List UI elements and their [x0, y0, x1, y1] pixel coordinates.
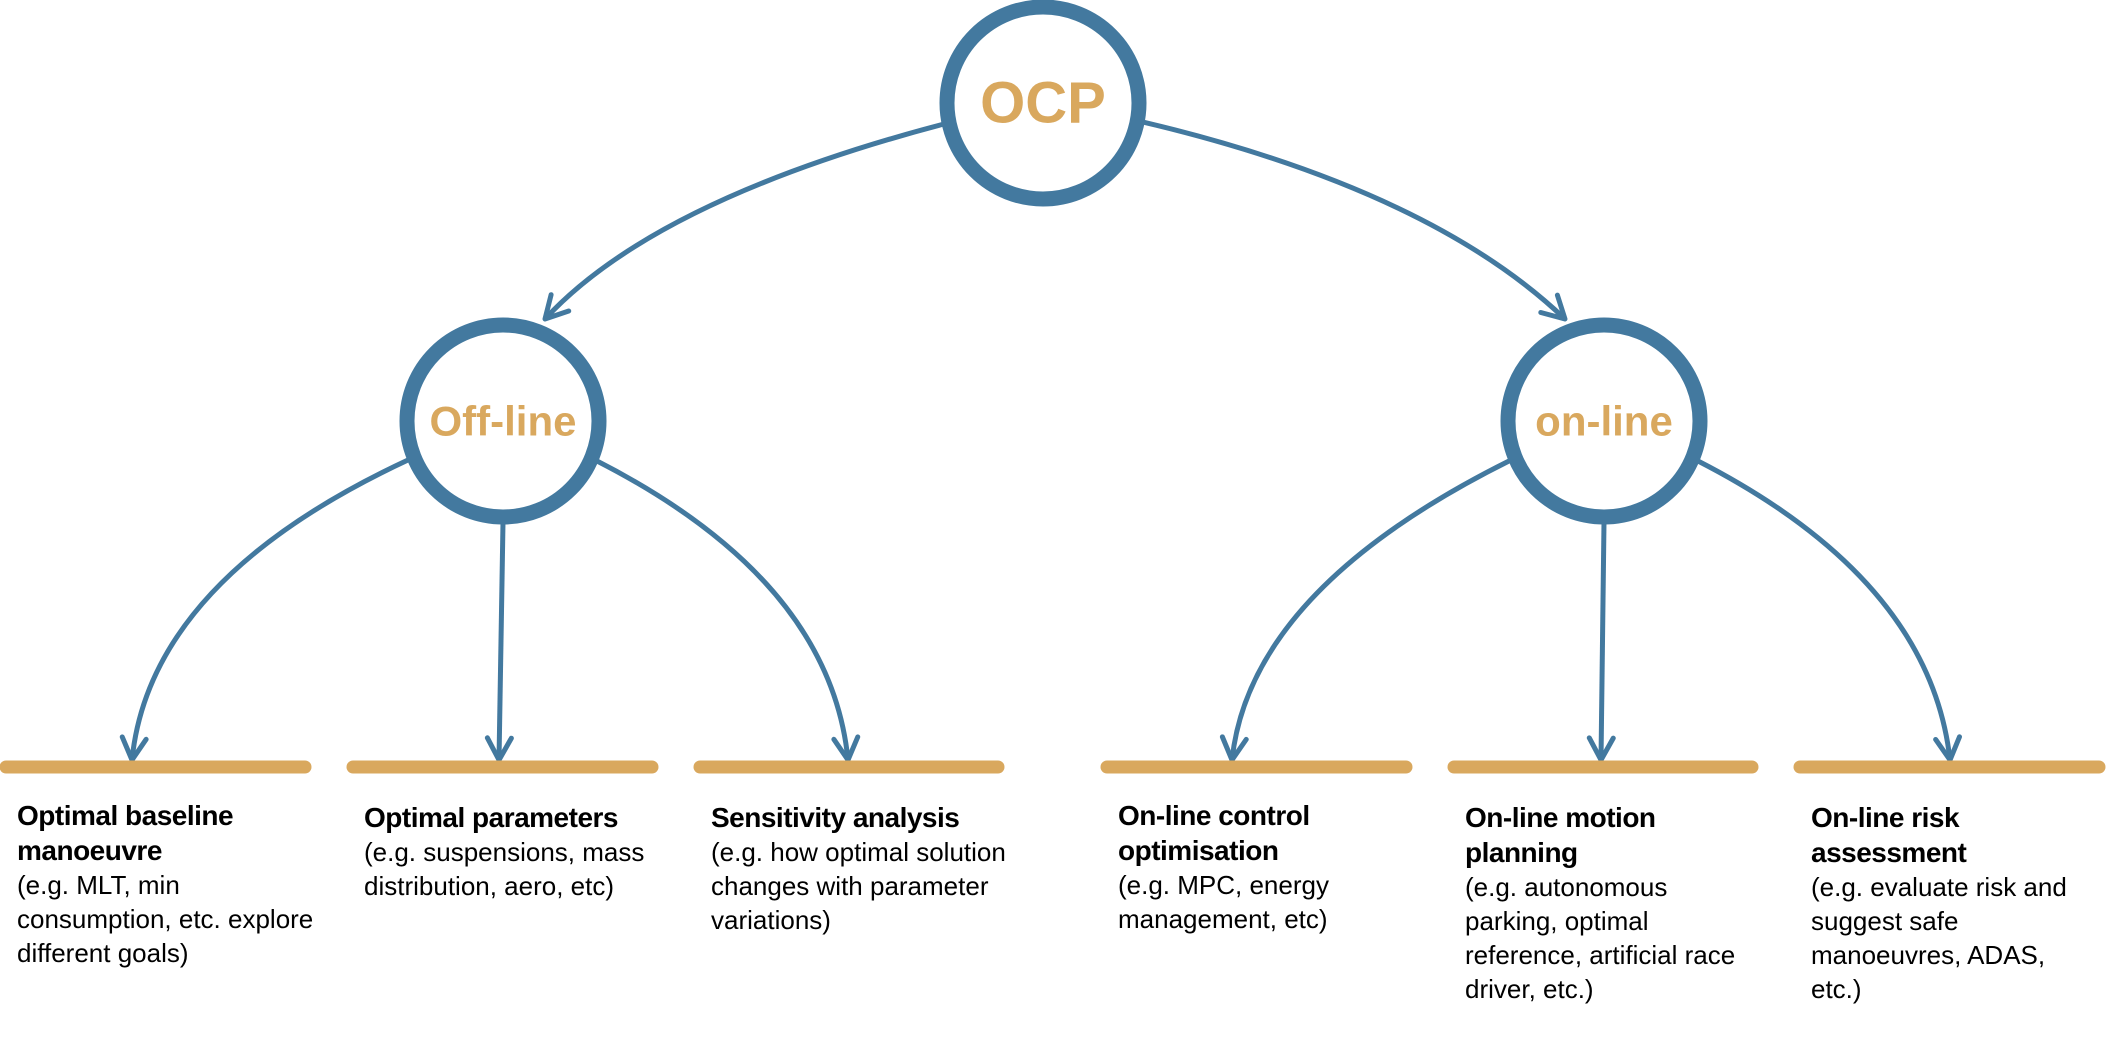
leaf-1: Optimal baseline manoeuvre (e.g. MLT, mi…	[17, 798, 337, 970]
leaf-2: Optimal parameters (e.g. suspensions, ma…	[364, 800, 664, 903]
leaf-5-title: On-line motion planning	[1465, 802, 1656, 868]
leaf-4-description: (e.g. MPC, energy management, etc)	[1118, 870, 1329, 934]
node-ocp: OCP	[939, 0, 1147, 207]
edge-offline-to-leaf-3	[595, 458, 861, 763]
leaf-6-title: On-line risk assessment	[1811, 802, 1967, 868]
leaf-2-description: (e.g. suspensions, mass distribution, ae…	[364, 837, 645, 901]
leaf-6-description: (e.g. evaluate risk and suggest safe man…	[1811, 872, 2067, 1004]
edge-ocp-to-online	[1142, 119, 1568, 322]
node-online-label: on-line	[1535, 398, 1673, 445]
leaf-4: On-line control optimisation (e.g. MPC, …	[1118, 798, 1378, 936]
node-offline: Off-line	[399, 317, 607, 525]
edge-online-to-leaf-4	[1219, 458, 1511, 763]
leaf-4-title: On-line control optimisation	[1118, 800, 1310, 866]
edge-online-to-leaf-6	[1696, 458, 1962, 763]
edge-ocp-to-offline	[542, 121, 945, 322]
edge-offline-to-leaf-1	[119, 457, 410, 763]
leaf-2-title: Optimal parameters	[364, 802, 619, 833]
edge-offline-to-leaf-2	[484, 521, 514, 763]
node-online: on-line	[1500, 317, 1708, 525]
edge-online-to-leaf-5	[1586, 521, 1616, 763]
leaf-3: Sensitivity analysis (e.g. how optimal s…	[711, 800, 1011, 937]
leaf-3-description: (e.g. how optimal solution changes with …	[711, 837, 1006, 935]
leaf-3-title: Sensitivity analysis	[711, 802, 960, 833]
leaf-5: On-line motion planning (e.g. autonomous…	[1465, 800, 1755, 1006]
node-ocp-label: OCP	[980, 71, 1106, 136]
leaf-5-description: (e.g. autonomous parking, optimal refere…	[1465, 872, 1736, 1004]
leaf-6: On-line risk assessment (e.g. evaluate r…	[1811, 800, 2071, 1006]
leaf-1-description: (e.g. MLT, min consumption, etc. explore…	[17, 870, 314, 968]
leaf-1-title: Optimal baseline manoeuvre	[17, 800, 234, 866]
node-offline-label: Off-line	[430, 398, 577, 445]
